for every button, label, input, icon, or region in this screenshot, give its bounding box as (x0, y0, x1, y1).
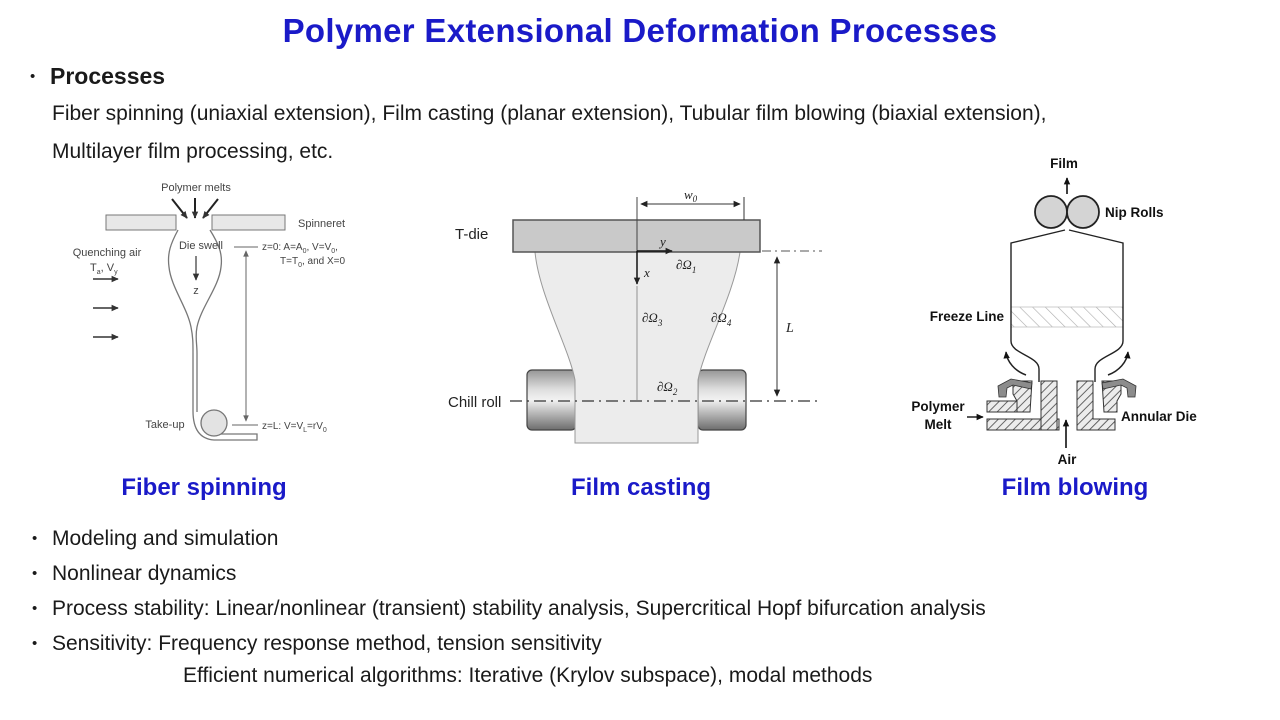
boundary-omega4: ∂Ω4 (711, 310, 732, 328)
processes-heading-row: • Processes (30, 63, 165, 90)
polymer-melt-label-line1: Polymer (911, 399, 965, 414)
melt-inlet-arrows (171, 198, 219, 219)
filament-profile (167, 229, 258, 441)
film-casting-diagram: w0 y x L T-die Chill roll ∂Ω1 ∂Ω3 ∂Ω4 ∂Ω… (448, 187, 822, 444)
freeze-line-band (1010, 306, 1124, 328)
boundary-condition-z0-line2: T=T0, and X=0 (280, 256, 345, 269)
cooling-air-arrows (1003, 351, 1131, 376)
boundary-condition-z0-line1: z=0: A=A0, V=V0, (262, 242, 338, 255)
bubble-outline (1010, 229, 1124, 382)
film-blowing-diagram: Film Nip Rolls Freeze Line A (911, 156, 1197, 467)
spinline-dimension (232, 246, 258, 426)
caption-film-blowing: Film blowing (1001, 474, 1149, 501)
film-label: Film (1050, 156, 1078, 171)
freeze-line-label: Freeze Line (930, 309, 1005, 324)
boundary-omega2: ∂Ω2 (657, 379, 678, 397)
w0-label: w0 (684, 187, 698, 204)
spinneret-plate-left (105, 214, 177, 231)
L-label: L (785, 321, 794, 336)
bullet-text-sensitivity: Sensitivity: Frequency response method, … (52, 632, 602, 655)
bullet-text-nonlinear: Nonlinear dynamics (52, 562, 237, 585)
spinneret-plate-right (211, 214, 286, 231)
boundary-omega1: ∂Ω1 (676, 257, 696, 275)
footnote-algorithms: Efficient numerical algorithms: Iterativ… (183, 664, 873, 687)
boundary-condition-zL: z=L: V=VL=rV0 (262, 421, 327, 434)
quench-air-arrows (93, 275, 119, 341)
caption-fiber-spinning: Fiber spinning (121, 474, 287, 501)
z-axis-label: z (193, 285, 199, 297)
caption-film-casting: Film casting (570, 474, 712, 501)
x-axis-label: x (643, 265, 650, 280)
t-die-label: T-die (455, 226, 488, 243)
bullet-marker: • (32, 530, 38, 547)
bullet-row-stability: • Process stability: Linear/nonlinear (t… (32, 597, 986, 621)
processes-line2: Multilayer film processing, etc. (52, 140, 334, 163)
nip-roll-left (1034, 195, 1068, 229)
chill-roll-right (697, 369, 747, 431)
bullet-text-stability: Process stability: Linear/nonlinear (tra… (52, 597, 986, 620)
annular-die-body (986, 380, 1122, 431)
fiber-label-polymer-melts: Polymer melts (161, 182, 231, 194)
quench-variables: Ta, Vy (90, 262, 118, 276)
polymer-melt-label-line2: Melt (925, 417, 953, 432)
take-up-roller (200, 409, 228, 437)
fiber-label-take-up: Take-up (145, 419, 184, 431)
fiber-label-quenching-air: Quenching air (73, 247, 142, 259)
fiber-label-die-swell: Die swell (179, 240, 223, 252)
bullet-marker: • (32, 565, 38, 582)
chill-roll-left (526, 369, 577, 431)
nip-rolls-label: Nip Rolls (1105, 205, 1164, 220)
air-ring-lips (997, 378, 1137, 398)
annular-die-label: Annular Die (1121, 409, 1197, 424)
chill-roll-label: Chill roll (448, 394, 501, 411)
air-label: Air (1058, 452, 1078, 467)
slide-title: Polymer Extensional Deformation Processe… (282, 12, 998, 49)
bullet-marker: • (32, 600, 38, 617)
processes-line1: Fiber spinning (uniaxial extension), Fil… (52, 102, 1047, 125)
bullet-marker: • (30, 68, 36, 85)
w0-dimension (640, 197, 745, 220)
bullet-row-nonlinear: • Nonlinear dynamics (32, 562, 236, 586)
bullet-row-modeling: • Modeling and simulation (32, 527, 278, 551)
processes-heading: Processes (50, 63, 166, 89)
bullet-marker: • (32, 635, 38, 652)
fiber-spinning-diagram: Polymer melts Spinneret Die swell z Quen… (73, 182, 345, 441)
nip-roll-right (1066, 195, 1100, 229)
y-axis-label: y (658, 234, 666, 249)
fiber-label-spinneret: Spinneret (298, 218, 345, 230)
bullet-text-modeling: Modeling and simulation (52, 527, 279, 550)
bullet-row-sensitivity: • Sensitivity: Frequency response method… (32, 632, 602, 656)
cast-film-web (534, 251, 741, 444)
boundary-omega3: ∂Ω3 (642, 310, 663, 328)
